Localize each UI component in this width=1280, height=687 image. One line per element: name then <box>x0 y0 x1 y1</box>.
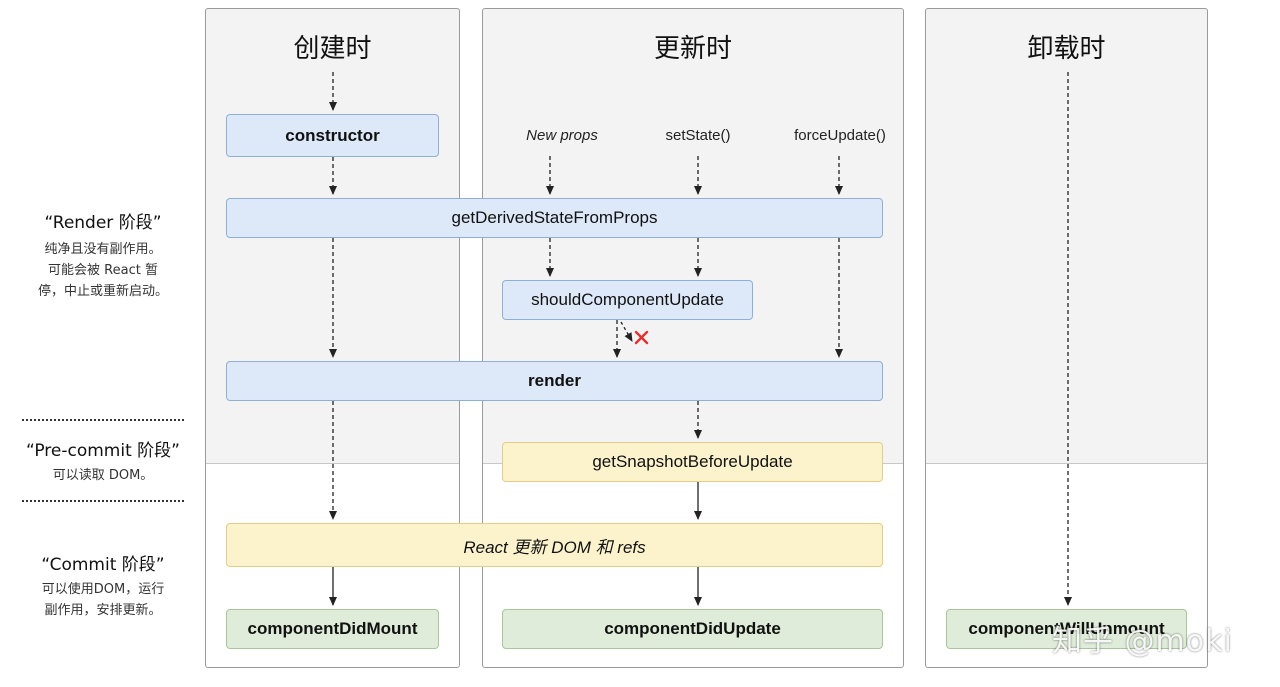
render-stage-desc-line: 停，中止或重新启动。 <box>37 284 168 299</box>
unmount-column <box>925 8 1208 668</box>
pre-commit-stage-desc-line: 可以读取 DOM。 <box>52 468 154 483</box>
trigger-set-state: setState() <box>665 127 731 144</box>
render-stage-desc: 纯净且没有副作用。 可能会被 React 暂 停，中止或重新启动。 <box>18 239 188 302</box>
commit-stage-title: “Commit 阶段” <box>41 555 165 575</box>
render-stage-title: “Render 阶段” <box>44 213 162 233</box>
commit-stage-desc-line: 副作用，安排更新。 <box>44 603 162 618</box>
render-box: render <box>226 361 883 401</box>
mount-column-title: 创建时 <box>293 34 372 64</box>
component-did-mount-box: componentDidMount <box>226 609 439 649</box>
commit-stage-label: “Commit 阶段” 可以使用DOM，运行 副作用，安排更新。 <box>18 550 188 621</box>
trigger-force-update: forceUpdate() <box>794 127 886 144</box>
commit-stage-desc-line: 可以使用DOM，运行 <box>41 582 165 597</box>
react-updates-dom-box: React 更新 DOM 和 refs <box>226 523 883 567</box>
trigger-new-props: New props <box>526 127 598 144</box>
unmount-column-title: 卸载时 <box>1027 34 1106 64</box>
pre-commit-stage-desc: 可以读取 DOM。 <box>18 465 188 486</box>
should-component-update-box: shouldComponentUpdate <box>502 280 753 320</box>
stage-separator <box>22 419 184 421</box>
get-snapshot-before-update-box: getSnapshotBeforeUpdate <box>502 442 883 482</box>
component-did-update-box: componentDidUpdate <box>502 609 883 649</box>
commit-stage-desc: 可以使用DOM，运行 副作用，安排更新。 <box>18 579 188 621</box>
render-stage-desc-line: 纯净且没有副作用。 <box>44 242 162 257</box>
stage-separator <box>22 500 184 502</box>
pre-commit-stage-label: “Pre-commit 阶段” 可以读取 DOM。 <box>18 436 188 486</box>
cross-mark-icon <box>634 330 649 345</box>
component-will-unmount-box: componentWillUnmount <box>946 609 1187 649</box>
constructor-box: constructor <box>226 114 439 157</box>
update-column-title: 更新时 <box>653 34 732 64</box>
render-stage-label: “Render 阶段” 纯净且没有副作用。 可能会被 React 暂 停，中止或… <box>18 208 188 302</box>
phase-divider <box>206 463 459 464</box>
phase-divider <box>926 463 1207 464</box>
pre-commit-stage-title: “Pre-commit 阶段” <box>26 441 180 461</box>
get-derived-state-from-props-box: getDerivedStateFromProps <box>226 198 883 238</box>
arrow-scu-cancel <box>620 321 633 342</box>
watermark: 知乎 @moki <box>1052 624 1233 659</box>
render-stage-desc-line: 可能会被 React 暂 <box>48 263 158 278</box>
